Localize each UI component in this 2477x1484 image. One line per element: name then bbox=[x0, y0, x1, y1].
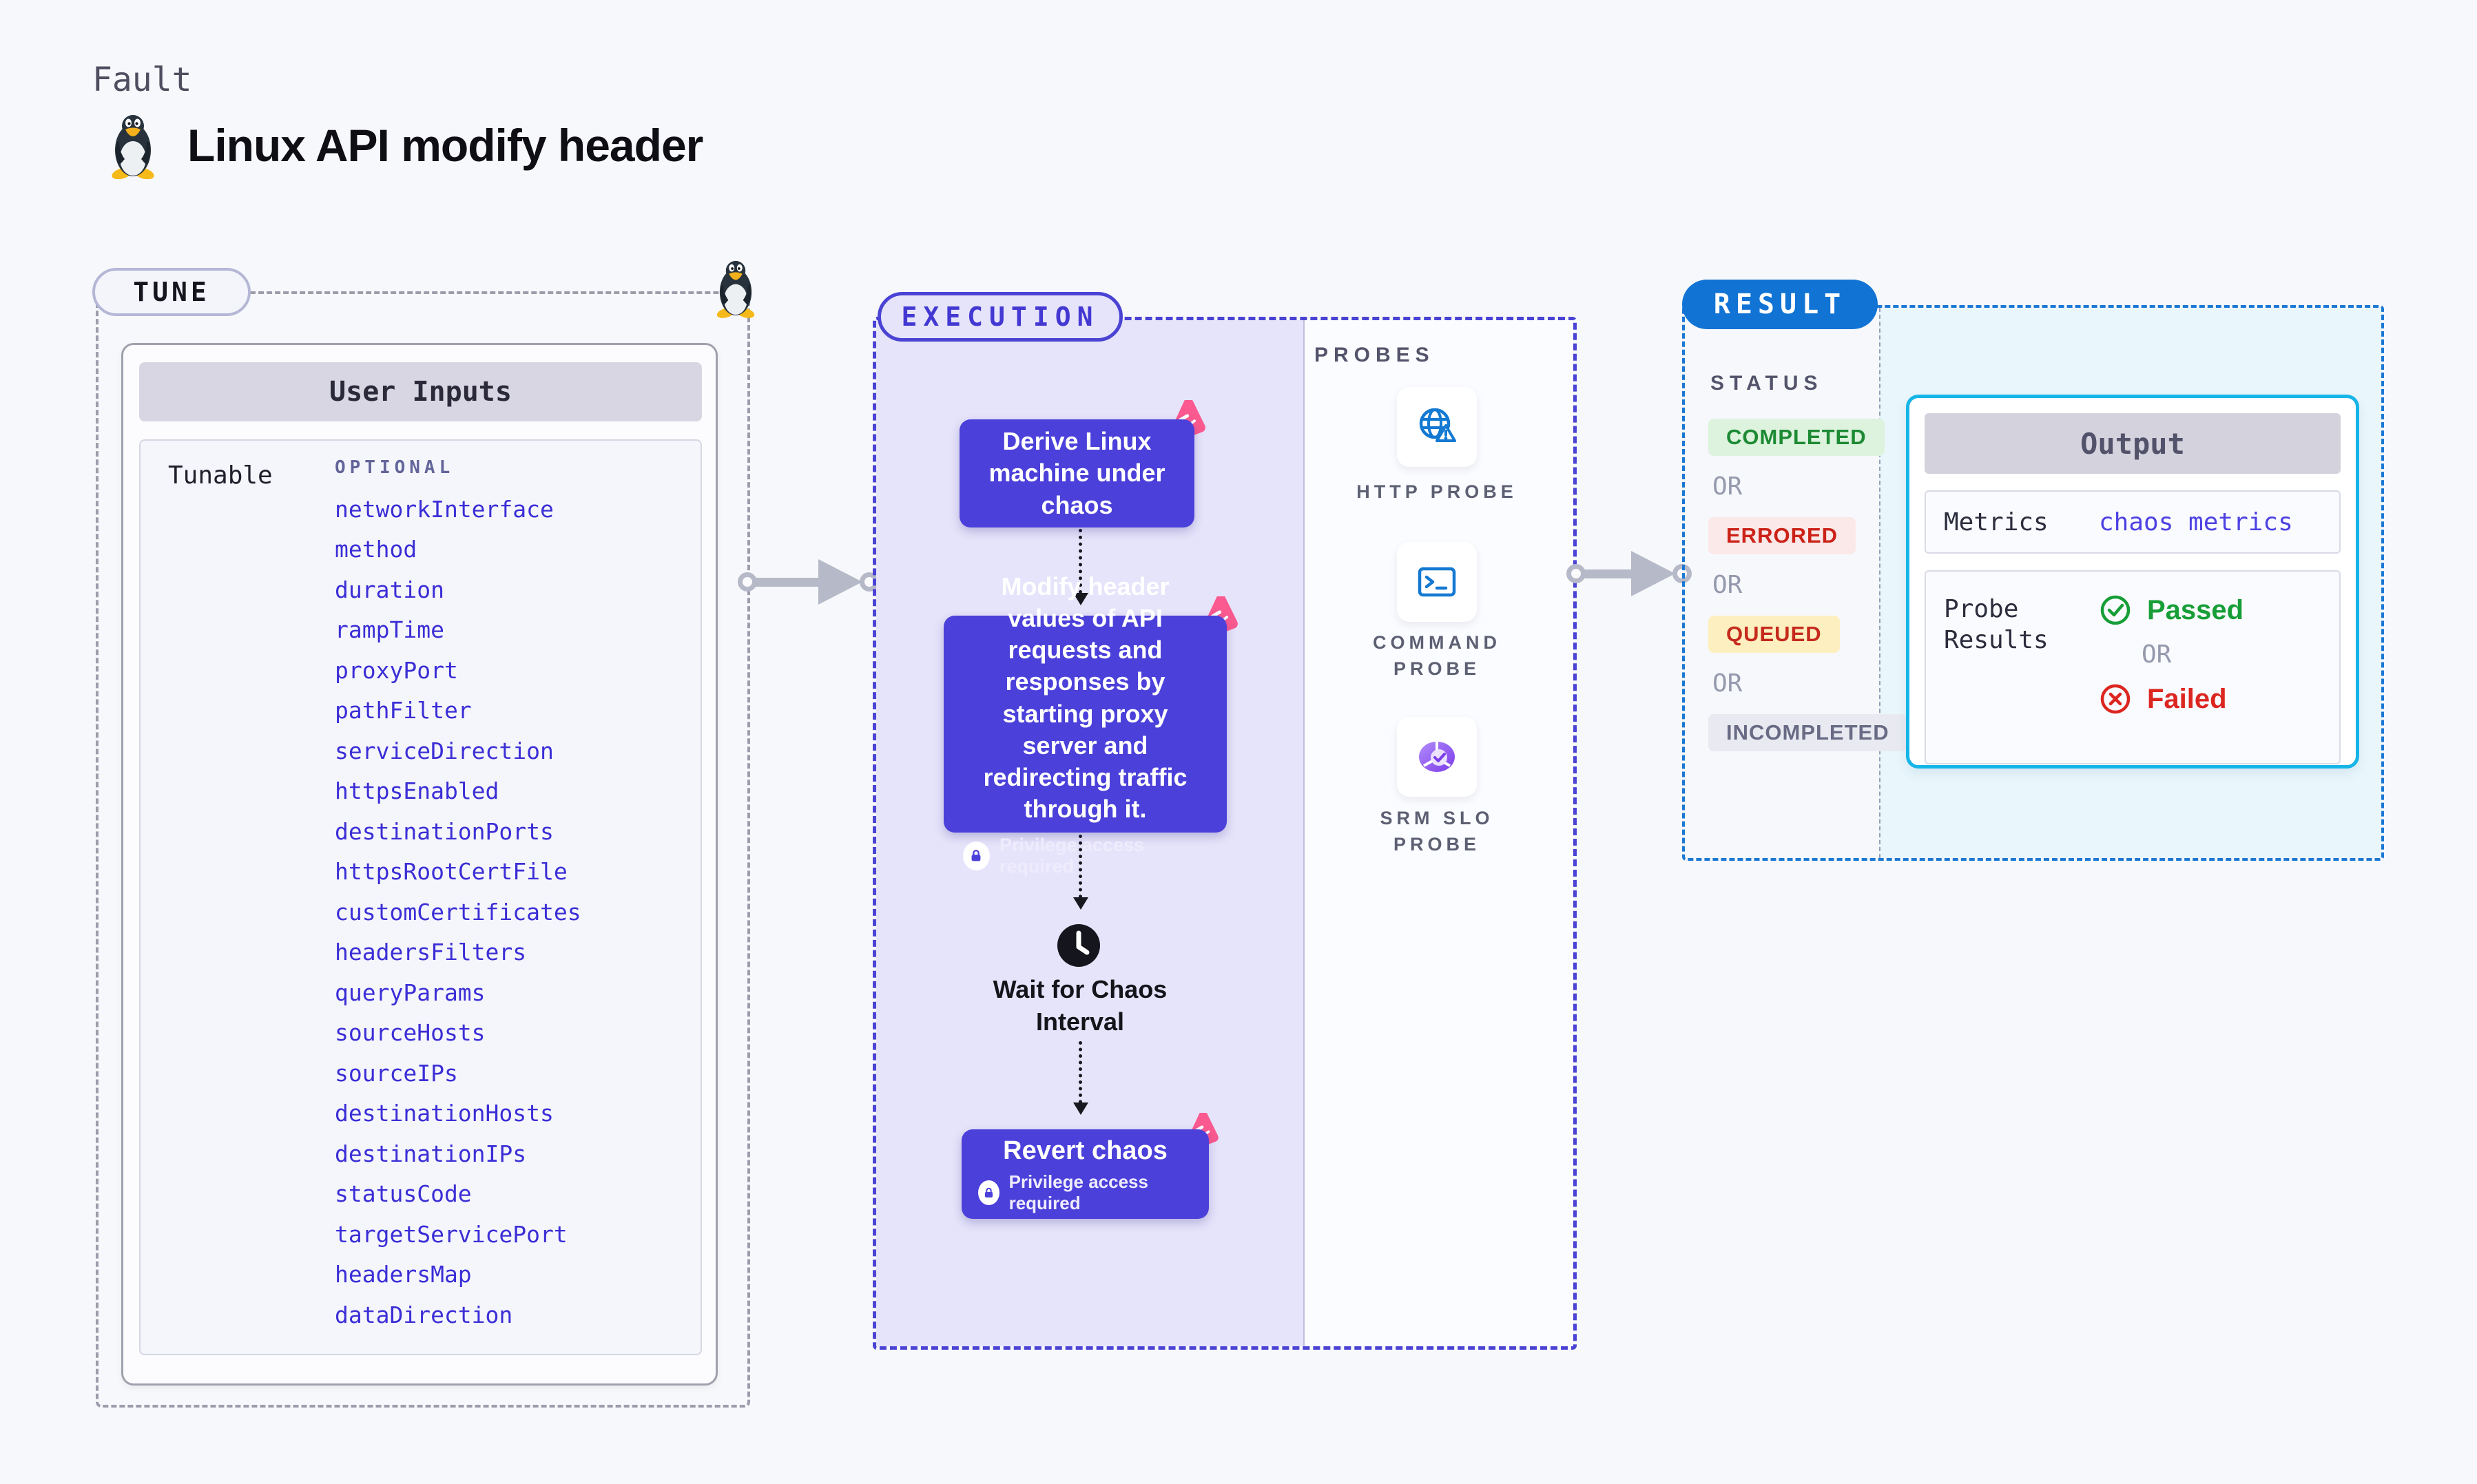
http-probe-label: HTTP PROBE bbox=[1356, 481, 1517, 502]
tunable-link[interactable]: rampTime bbox=[335, 616, 444, 644]
srm-slo-donut-icon bbox=[1419, 742, 1455, 772]
tunable-link[interactable]: targetServicePort bbox=[335, 1220, 568, 1248]
status-label: STATUS bbox=[1710, 372, 1823, 395]
tunable-link[interactable]: proxyPort bbox=[335, 656, 458, 684]
tunable-link[interactable]: sourceIPs bbox=[335, 1059, 458, 1087]
passed-label: Passed bbox=[2147, 594, 2244, 625]
tunable-link[interactable]: httpsEnabled bbox=[335, 777, 499, 805]
tunable-link[interactable]: queryParams bbox=[335, 979, 486, 1006]
status-item: QUEUED OR bbox=[1708, 616, 1840, 714]
tune-to-execution-arrow bbox=[738, 559, 879, 605]
or-separator: OR bbox=[1712, 669, 1743, 698]
execution-badge: EXECUTION bbox=[878, 292, 1123, 342]
page-title: Linux API modify header bbox=[187, 120, 703, 171]
clock-icon bbox=[1057, 924, 1100, 967]
command-probe-label: COMMAND PROBE bbox=[1373, 632, 1501, 679]
failed-label: Failed bbox=[2147, 683, 2227, 714]
user-inputs-title: User Inputs bbox=[139, 362, 702, 421]
or-separator: OR bbox=[1712, 571, 1743, 599]
lock-icon bbox=[968, 848, 984, 864]
probes-to-result-arrow bbox=[1566, 551, 1692, 596]
status-badge: QUEUED bbox=[1708, 616, 1840, 653]
wait-step-label: Wait for Chaos Interval bbox=[993, 975, 1168, 1036]
status-list: COMPLETED OR ERRORED OR QUEUED OR INCOMP… bbox=[1708, 419, 1907, 751]
tunable-link[interactable]: serviceDirection bbox=[335, 737, 554, 764]
probes-label: PROBES bbox=[1314, 344, 1435, 366]
http-globe-alert-icon bbox=[1419, 408, 1456, 442]
status-badge: ERRORED bbox=[1708, 517, 1856, 554]
tux-penguin-icon bbox=[714, 258, 758, 318]
metrics-label: Metrics bbox=[1944, 508, 2049, 536]
probe-results-label: Probe Results bbox=[1944, 595, 2049, 654]
output-title: Output bbox=[1925, 413, 2341, 474]
check-circle-icon bbox=[2100, 595, 2131, 625]
tunable-link[interactable]: duration bbox=[335, 576, 444, 603]
srm-slo-probe-card bbox=[1397, 717, 1477, 797]
fault-kicker: Fault bbox=[92, 61, 192, 99]
metrics-row: Metrics chaos metrics bbox=[1925, 490, 2341, 554]
tunable-link[interactable]: destinationPorts bbox=[335, 817, 554, 845]
flow-connector bbox=[1073, 1041, 1088, 1115]
step-derive-machine: Derive Linux machine under chaos bbox=[960, 398, 1205, 527]
lock-icon bbox=[982, 1187, 995, 1200]
privilege-note: Privilege access required bbox=[963, 835, 1208, 877]
tux-penguin-icon bbox=[107, 112, 158, 180]
or-separator: OR bbox=[1712, 472, 1743, 501]
tunable-row-label: Tunable bbox=[168, 461, 273, 490]
result-badge: RESULT bbox=[1682, 280, 1878, 329]
or-separator: OR bbox=[2142, 640, 2172, 669]
flow-connector bbox=[1073, 835, 1088, 910]
probes-lane bbox=[1303, 320, 1573, 1346]
step-modify-headers: Modify header values of API requests and… bbox=[944, 572, 1238, 877]
tunable-link[interactable]: customCertificates bbox=[335, 898, 581, 926]
status-badge: INCOMPLETED bbox=[1708, 714, 1907, 751]
tunable-link[interactable]: networkInterface bbox=[335, 495, 554, 523]
status-item: ERRORED OR bbox=[1708, 517, 1856, 616]
command-terminal-icon bbox=[1418, 567, 1456, 597]
tunables-list: networkInterface method duration rampTim… bbox=[335, 489, 581, 1335]
tunable-link[interactable]: headersMap bbox=[335, 1261, 472, 1288]
http-probe-card bbox=[1397, 387, 1477, 467]
output-card: Output Metrics chaos metrics Probe Resul… bbox=[1906, 395, 2359, 769]
page-header: Linux API modify header bbox=[107, 112, 703, 180]
tune-section bbox=[96, 291, 750, 1408]
tunables-table: Tunable OPTIONAL networkInterface method… bbox=[139, 439, 702, 1355]
status-item: COMPLETED OR bbox=[1708, 419, 1885, 517]
step-revert-chaos: Revert chaos Privilege access required bbox=[962, 1111, 1219, 1219]
flow-connector bbox=[1073, 529, 1088, 605]
x-circle-icon bbox=[2100, 684, 2131, 714]
tune-badge: TUNE bbox=[92, 268, 251, 316]
passed-line: Passed bbox=[2099, 594, 2243, 627]
failed-line: Failed bbox=[2099, 682, 2243, 715]
tunable-link[interactable]: destinationIPs bbox=[335, 1140, 527, 1167]
optional-column-label: OPTIONAL bbox=[335, 457, 455, 478]
arrow-head-icon bbox=[1631, 551, 1675, 596]
probe-results-values: Passed OR Failed bbox=[2099, 594, 2243, 715]
tunable-link[interactable]: httpsRootCertFile bbox=[335, 858, 568, 886]
tunable-link[interactable]: statusCode bbox=[335, 1180, 472, 1208]
arrow-head-icon bbox=[818, 559, 862, 605]
tunable-link[interactable]: dataDirection bbox=[335, 1301, 513, 1328]
tunable-link[interactable]: method bbox=[335, 536, 417, 563]
status-badge: COMPLETED bbox=[1708, 419, 1885, 456]
srm-slo-probe-label: SRM SLO PROBE bbox=[1380, 808, 1494, 855]
tunable-link[interactable]: destinationHosts bbox=[335, 1100, 554, 1127]
tunable-link[interactable]: headersFilters bbox=[335, 939, 527, 966]
status-item: INCOMPLETED OR bbox=[1708, 714, 1907, 751]
privilege-note: Privilege access required bbox=[978, 1171, 1192, 1214]
command-probe-card bbox=[1397, 542, 1477, 622]
tunable-link[interactable]: pathFilter bbox=[335, 697, 472, 724]
chaos-metrics-link[interactable]: chaos metrics bbox=[2099, 508, 2293, 536]
probe-results-row: Probe Results Passed OR Failed bbox=[1925, 570, 2341, 764]
user-inputs-card: User Inputs Tunable OPTIONAL networkInte… bbox=[121, 343, 718, 1386]
tunable-link[interactable]: sourceHosts bbox=[335, 1019, 486, 1047]
